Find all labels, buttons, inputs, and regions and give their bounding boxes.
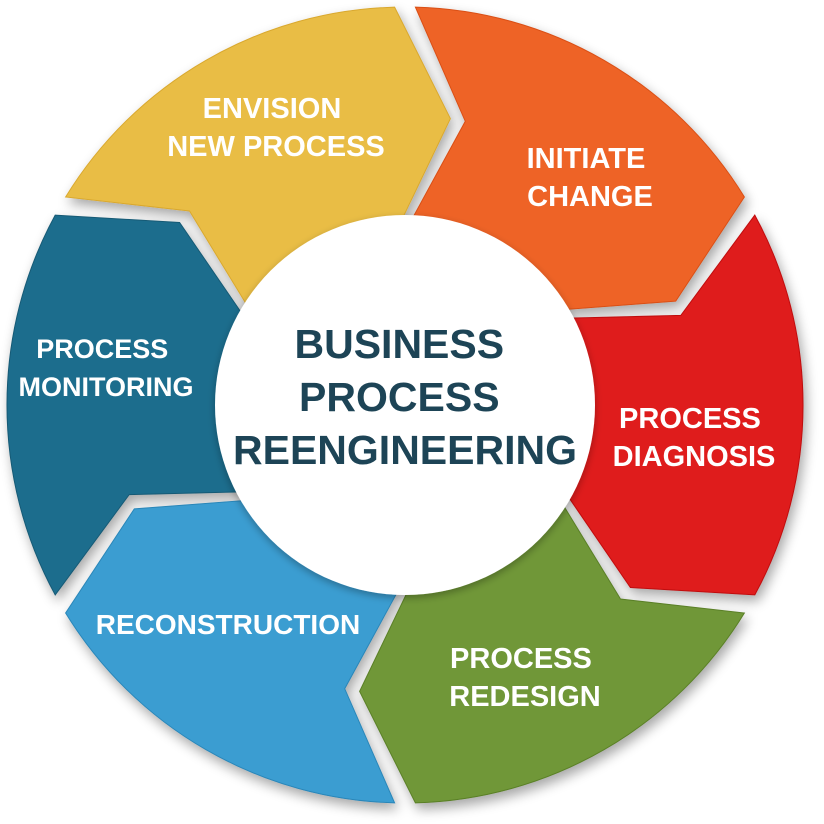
center-title-line1: BUSINESS bbox=[294, 321, 504, 367]
label-diagnosis: PROCESS DIAGNOSIS bbox=[613, 403, 776, 473]
label-envision-line1: ENVISION bbox=[203, 93, 342, 125]
label-initiate-line2: CHANGE bbox=[527, 181, 653, 213]
label-diagnosis-line1: PROCESS bbox=[619, 403, 761, 435]
label-diagnosis-line2: DIAGNOSIS bbox=[613, 441, 776, 473]
segment-labels: ENVISION NEW PROCESS INITIATE CHANGE PRO… bbox=[19, 93, 776, 713]
label-reconstruction-line1: RECONSTRUCTION bbox=[96, 609, 360, 640]
label-monitoring: PROCESS MONITORING bbox=[19, 334, 194, 402]
label-initiate: INITIATE CHANGE bbox=[527, 143, 654, 213]
label-envision: ENVISION NEW PROCESS bbox=[167, 93, 385, 163]
center-title: BUSINESS PROCESS REENGINEERING bbox=[233, 321, 577, 473]
center-circle bbox=[215, 215, 595, 595]
label-envision-line2: NEW PROCESS bbox=[167, 131, 385, 163]
label-initiate-line1: INITIATE bbox=[527, 143, 646, 175]
center-title-line2: PROCESS bbox=[299, 374, 500, 420]
label-monitoring-line2: MONITORING bbox=[19, 372, 194, 402]
label-redesign: PROCESS REDESIGN bbox=[449, 643, 600, 713]
label-monitoring-line1: PROCESS bbox=[36, 334, 168, 364]
label-redesign-line2: REDESIGN bbox=[449, 681, 600, 713]
label-redesign-line1: PROCESS bbox=[450, 643, 592, 675]
center-title-line3: REENGINEERING bbox=[233, 427, 577, 473]
label-reconstruction: RECONSTRUCTION bbox=[96, 609, 360, 640]
